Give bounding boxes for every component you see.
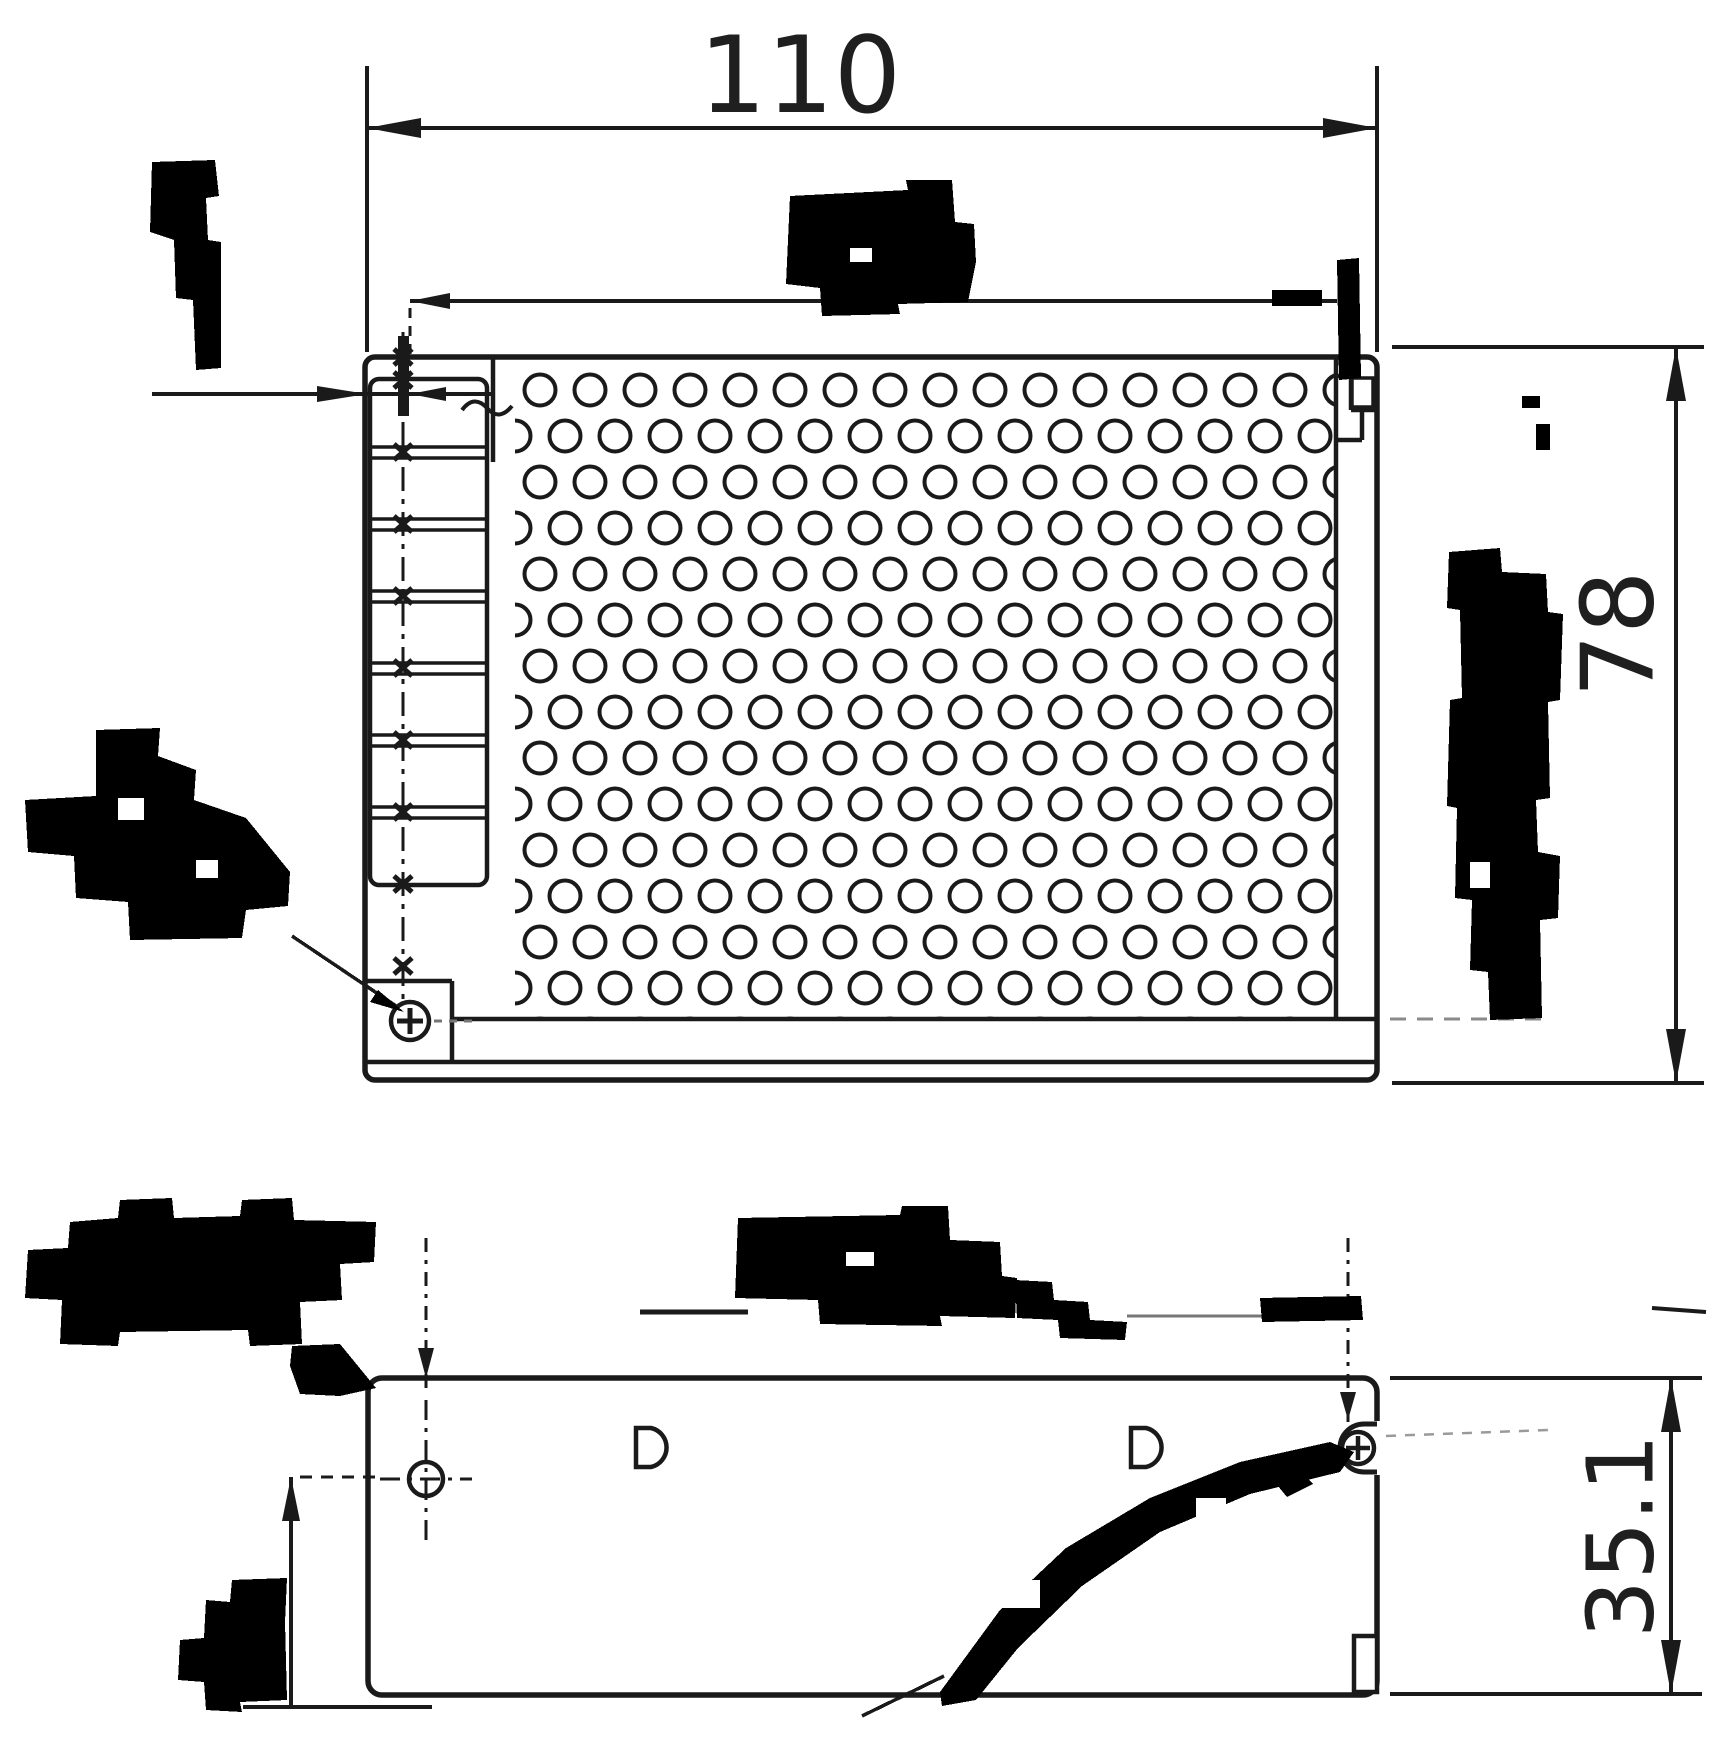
side-view [365,1375,1549,1698]
dimension-depth-35-1: 35.1 [1390,1376,1702,1696]
arrowhead-down [1666,1029,1686,1083]
front-mounting-screw [365,978,472,1062]
terminal-block [367,332,490,1014]
front-view [362,332,1542,1083]
dimension-small-left [152,386,514,417]
dimension-height-78: 78 [1392,345,1704,1085]
ventilation-grille [515,367,1336,1019]
corrupted-label-pitch [786,180,976,316]
arrowhead-up [1661,1378,1681,1432]
side-foot-notch [1351,1633,1380,1695]
corrupted-label-side-left [25,1198,376,1346]
corrupted-label-bottom-left [178,1578,287,1712]
arrowhead-down [1661,1640,1681,1694]
arrowhead-left [367,118,421,138]
side-dimensions: 35.1 [243,1238,1707,1709]
corrupted-label-right-column [1447,548,1563,1020]
dimension-value-depth: 35.1 [1568,1434,1675,1639]
arrowhead-right [1323,118,1377,138]
corrupted-tick-side-right [1260,1296,1363,1322]
corrupted-tick-pitch-right [1337,258,1361,380]
dimension-side-pitch-corrupted [418,1238,1707,1425]
side-d-hole-1 [633,1425,669,1470]
corrupted-annotations [25,160,1563,1718]
dimension-value-width: 110 [699,14,901,137]
corrupted-label-side-center [735,1206,1017,1326]
dimension-value-height: 78 [1560,570,1677,697]
corrupted-label-top-left [150,160,221,370]
side-d-hole-2 [1128,1425,1164,1470]
dimension-bottom-left-corrupted [243,1475,432,1709]
side-case-outline [365,1375,1380,1698]
corrupted-leader-side-screw [940,1442,1354,1706]
corrupted-label-front-screw [25,728,290,940]
terminal-screw-marks [392,347,414,976]
arrowhead-up [1666,347,1686,401]
dimension-width-110: 110 [365,14,1379,352]
